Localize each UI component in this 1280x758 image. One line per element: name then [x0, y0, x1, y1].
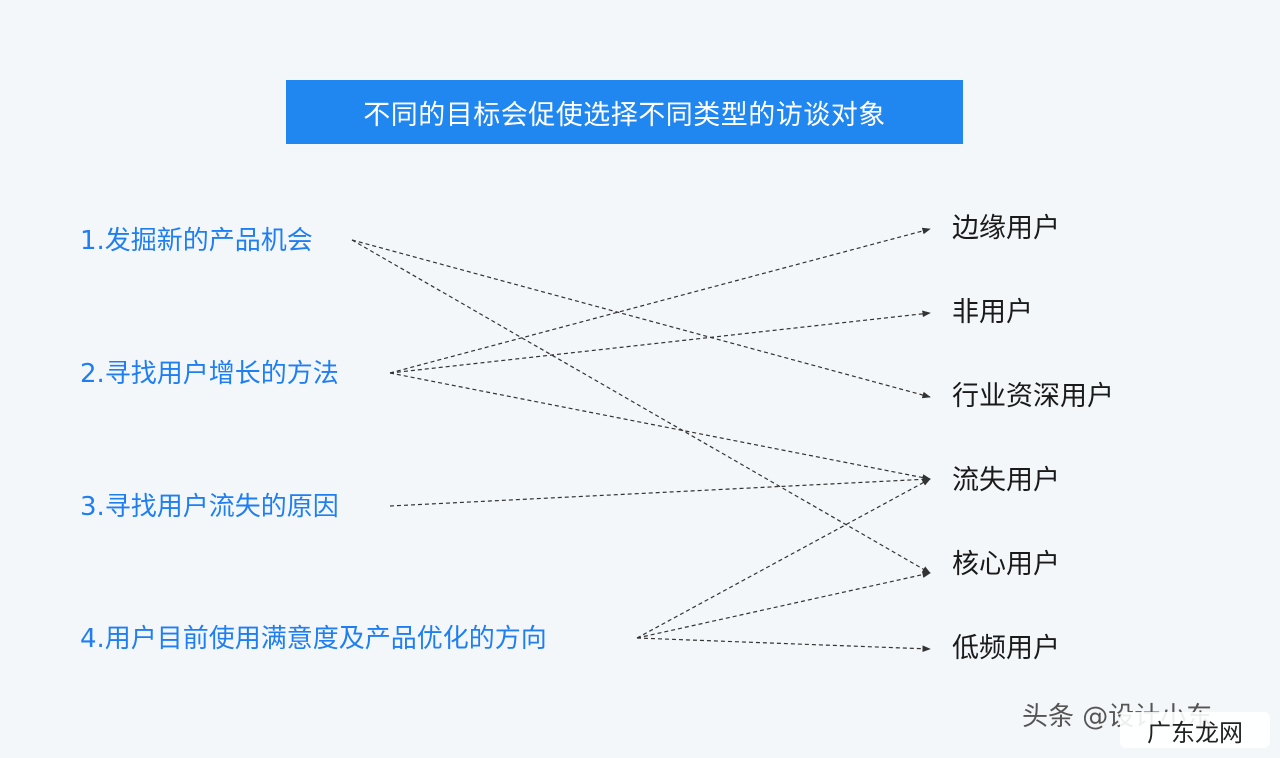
link-goal-2-to-user-1: [389, 227, 931, 374]
goal-3-label: 3.寻找用户流失的原因: [80, 492, 339, 522]
user-type-1-label: 边缘用户: [952, 213, 1060, 244]
link-goal-2-to-user-2: [389, 310, 931, 374]
goal-1-label: 1.发掘新的产品机会: [80, 226, 313, 256]
goal-2-label: 2.寻找用户增长的方法: [80, 359, 339, 389]
diagram-title: 不同的目标会促使选择不同类型的访谈对象: [286, 80, 963, 144]
link-goal-2-to-user-4: [389, 372, 931, 481]
link-goal-4-to-user-5: [636, 571, 931, 639]
link-goal-3-to-user-4: [389, 476, 931, 507]
user-type-3-label: 行业资深用户: [952, 381, 1114, 412]
link-goal-1-to-user-3: [351, 239, 931, 399]
user-type-2-label: 非用户: [952, 297, 1033, 328]
site-watermark: 广东龙网: [1120, 712, 1270, 748]
user-type-5-label: 核心用户: [952, 549, 1060, 580]
link-goal-4-to-user-6: [636, 637, 931, 653]
link-goal-1-to-user-5: [351, 239, 931, 574]
link-goal-4-to-user-4: [636, 478, 931, 639]
user-type-4-label: 流失用户: [952, 465, 1060, 496]
user-type-6-label: 低频用户: [952, 633, 1060, 664]
goal-4-label: 4.用户目前使用满意度及产品优化的方向: [80, 624, 547, 654]
